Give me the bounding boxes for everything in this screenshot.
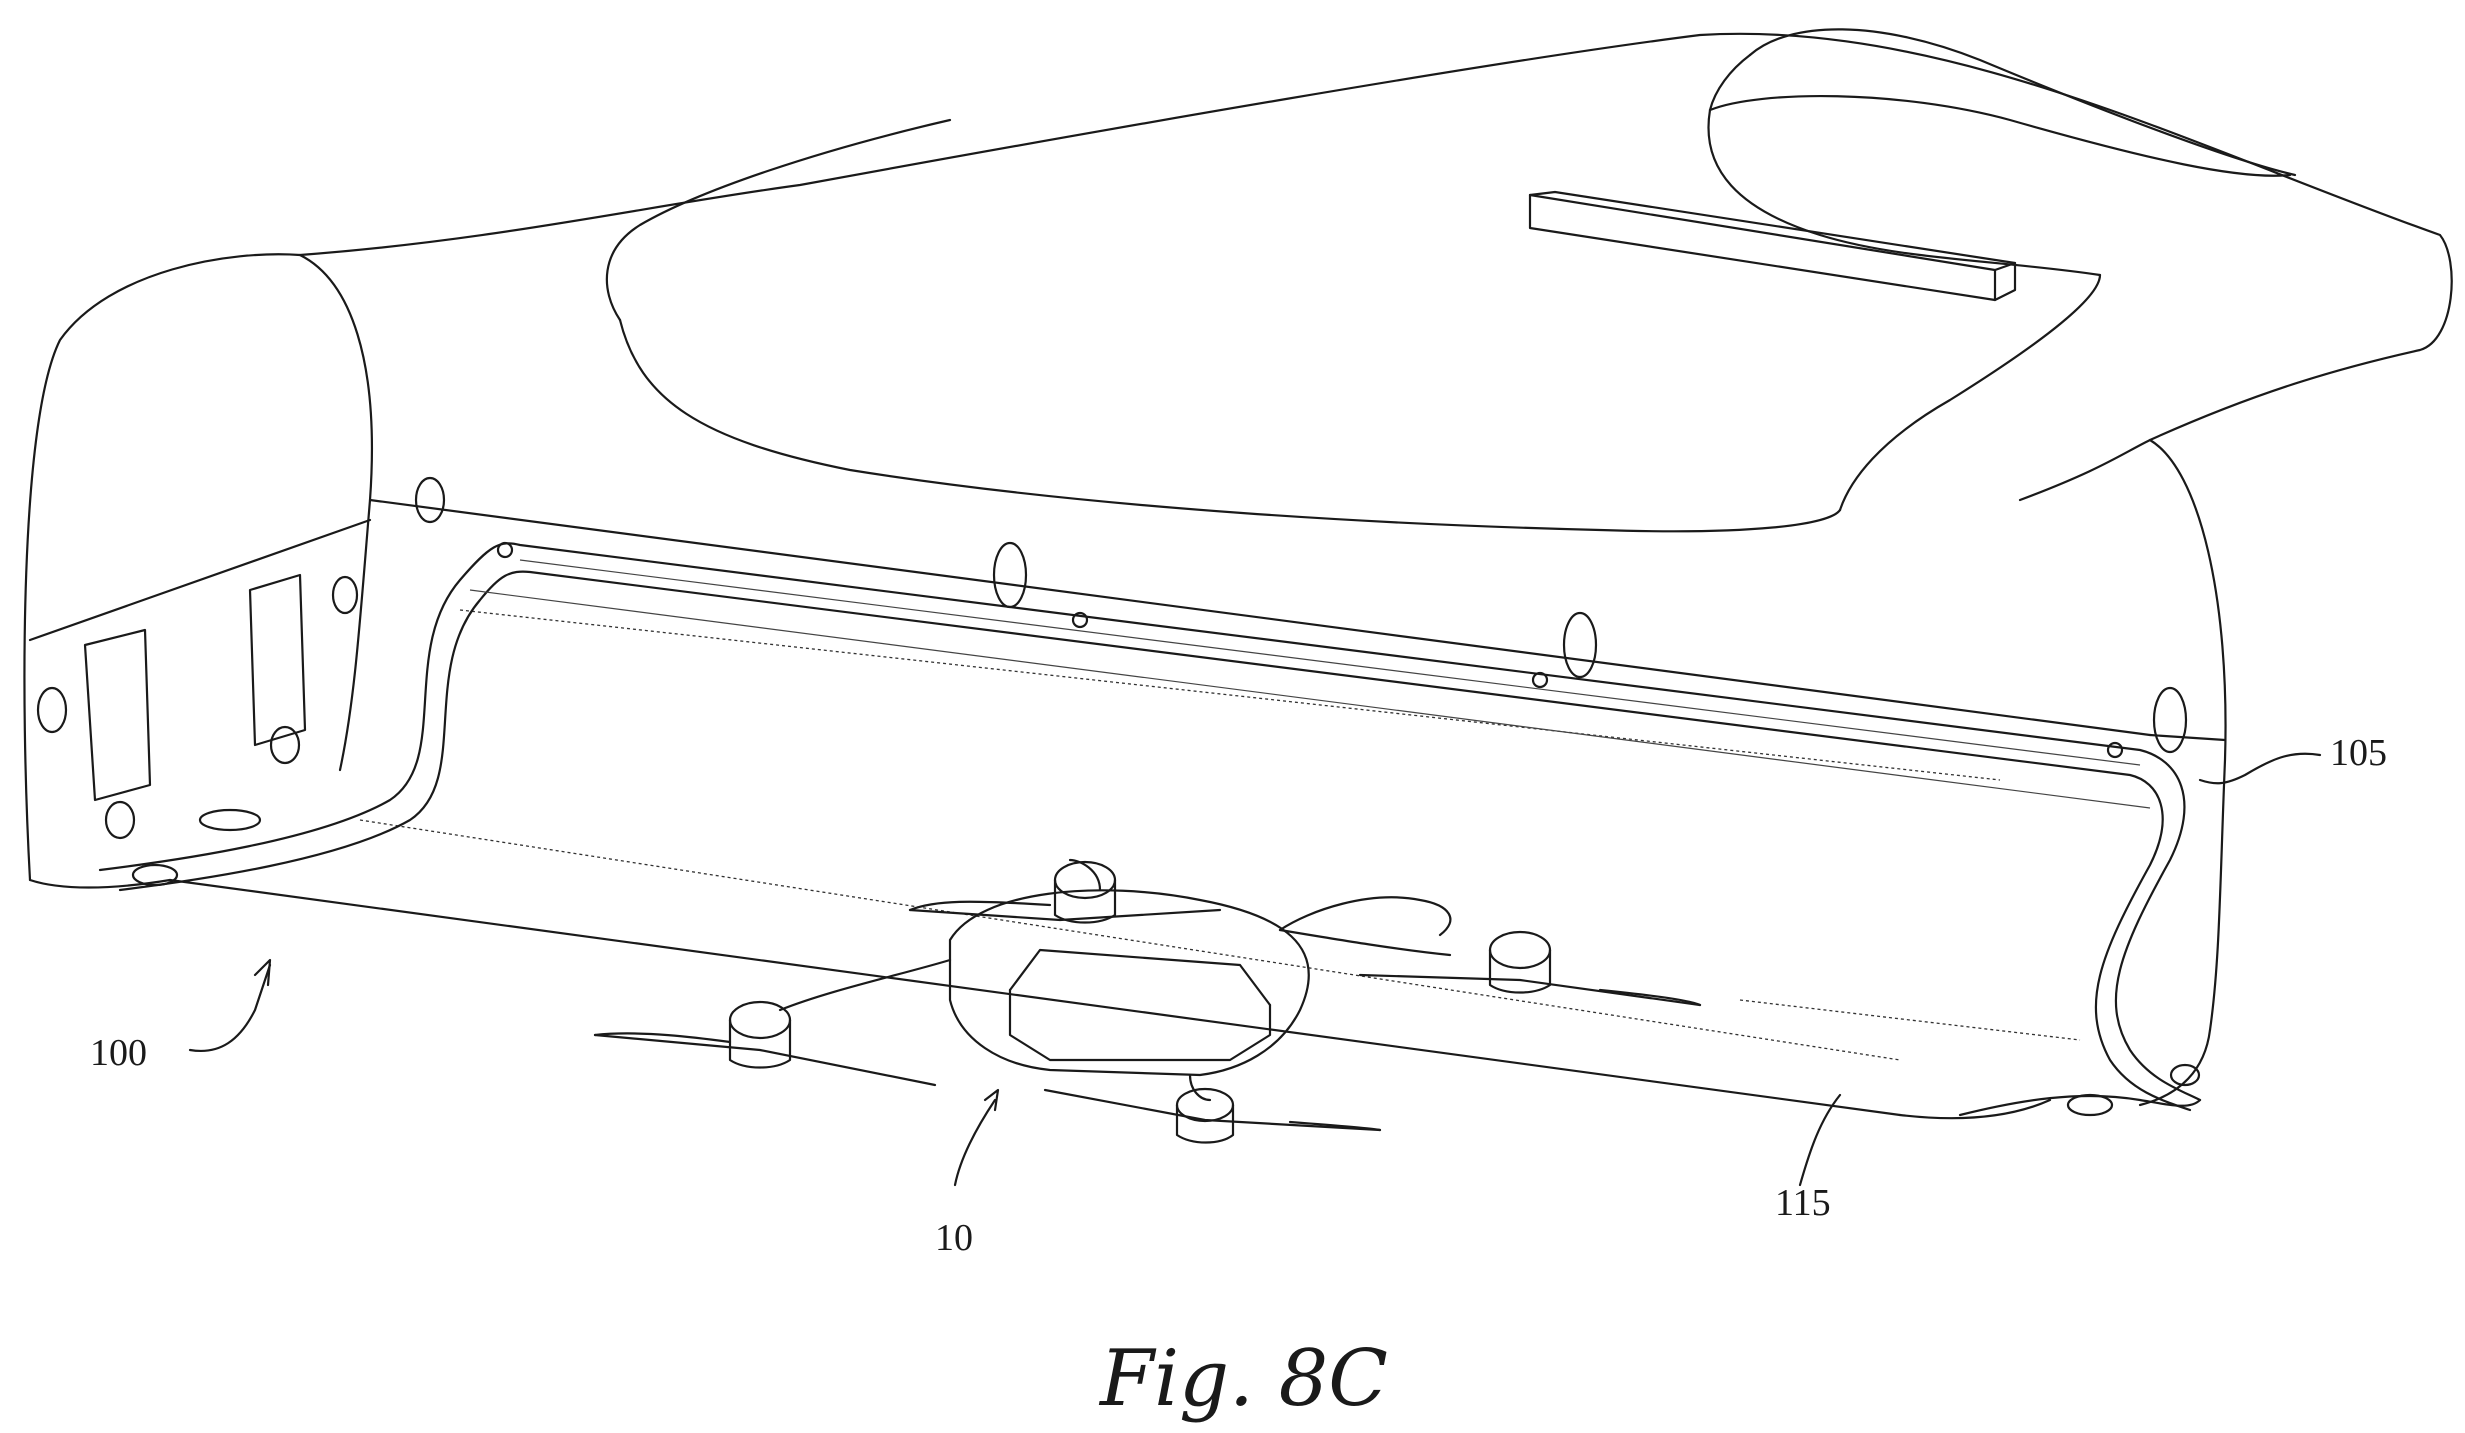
figure-caption: Fig. 8C [1098, 1334, 1388, 1424]
vehicle-housing [23, 32, 2453, 1120]
ref-numeral-10: 10 [935, 1217, 973, 1259]
ref-numeral-100: 100 [90, 1032, 147, 1074]
drone [593, 858, 1702, 1144]
left-end-details [36, 476, 446, 840]
vehicle-canopy [605, 28, 2297, 533]
leader-lines [188, 752, 2322, 1187]
mounting-rail [98, 541, 2202, 1117]
ref-numeral-105: 105 [2330, 732, 2387, 774]
ref-numeral-115: 115 [1775, 1182, 1831, 1224]
